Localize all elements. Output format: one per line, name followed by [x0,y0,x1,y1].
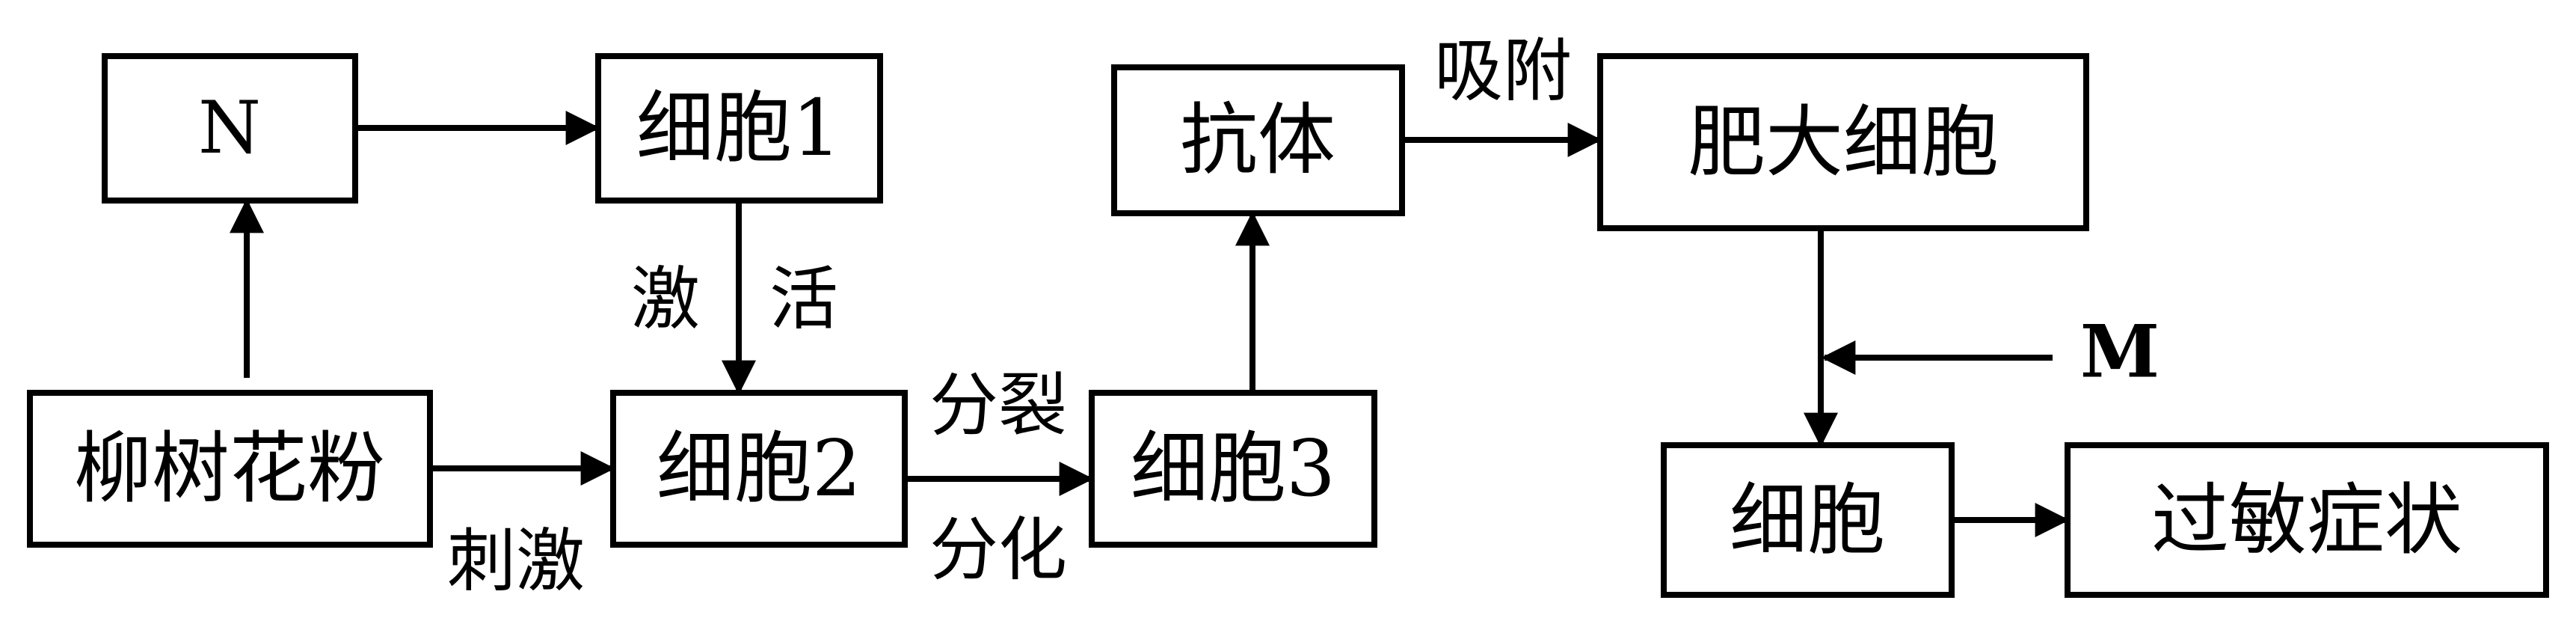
pollen-box: 柳树花粉 [27,390,433,548]
allergy-label: 过敏症状 [2151,474,2462,566]
cell-box: 细胞 [1661,442,1955,598]
edge-label-m: M [2080,310,2160,394]
cell3-label: 细胞3 [1131,423,1335,514]
cell2-box: 细胞2 [610,390,908,548]
cell2-label: 细胞2 [657,423,861,514]
cell3-box: 细胞3 [1089,390,1377,548]
allergy-box: 过敏症状 [2065,442,2549,598]
mast-cell-label: 肥大细胞 [1688,97,1999,188]
edge-label-stimulate: 刺激 [447,522,585,602]
edge-label-activate-left: 激 [631,260,700,340]
cell-label: 细胞 [1730,474,1885,566]
n-box: N [102,53,358,204]
edge-label-differentiate: 分化 [929,510,1067,590]
edge-label-adsorb: 吸附 [1434,31,1572,111]
pollen-label: 柳树花粉 [74,423,385,514]
cell1-box: 细胞1 [595,53,883,204]
edge-label-divide: 分裂 [929,366,1067,446]
antibody-label: 抗体 [1180,94,1335,186]
n-label: N [198,86,261,170]
antibody-box: 抗体 [1111,64,1405,216]
edge-label-activate-right: 活 [769,260,838,340]
cell1-label: 细胞1 [636,82,841,174]
mast-cell-box: 肥大细胞 [1597,53,2089,231]
